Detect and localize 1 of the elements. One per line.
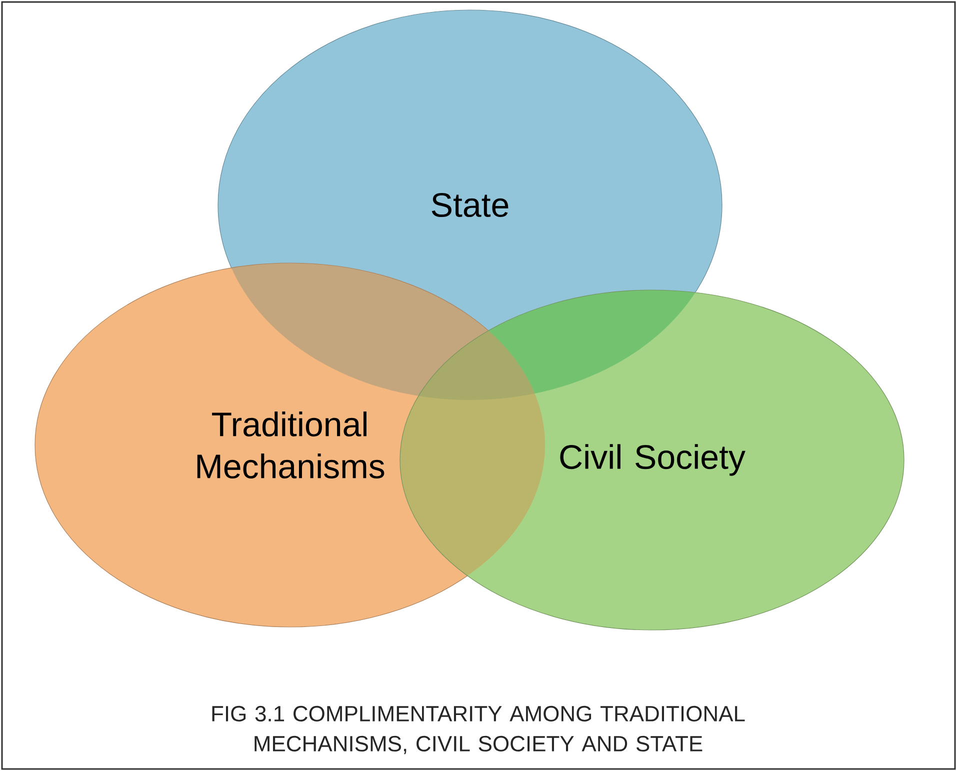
caption: FIG 3.1 COMPLIMENTARITY AMONG TRADITIONAL MECHANISMS, CIVIL SOCIETY AND STATE: [212, 706, 745, 754]
